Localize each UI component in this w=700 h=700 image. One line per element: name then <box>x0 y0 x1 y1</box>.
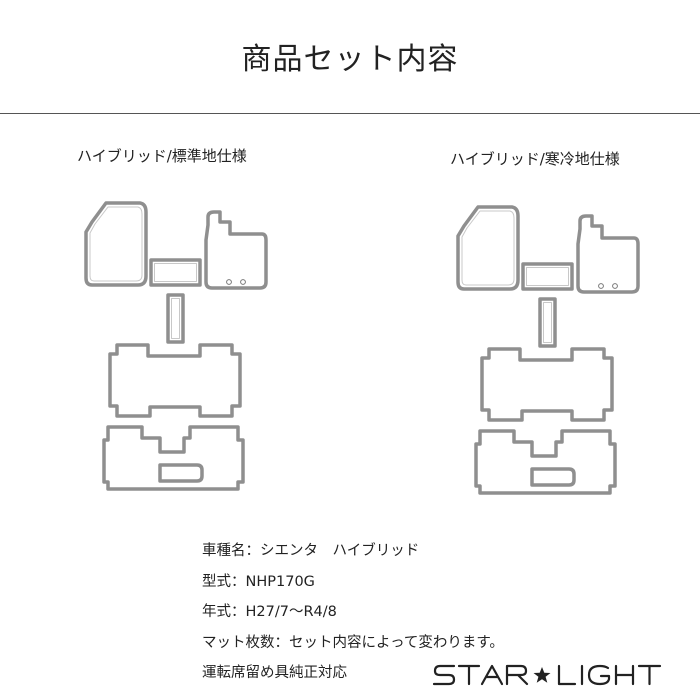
variant-label-standard: ハイブリッド/標準地仕様 <box>77 147 247 165</box>
mat-set-cold-region <box>456 205 640 495</box>
passenger-mat <box>204 210 268 290</box>
hook-icon <box>612 283 618 289</box>
hook-icon <box>226 279 232 285</box>
hook-icon <box>240 279 246 285</box>
tunnel-mat <box>166 293 185 344</box>
hook-icon <box>598 283 604 289</box>
title-divider <box>0 113 700 114</box>
mat-set-standard <box>84 201 268 491</box>
center-front-mat <box>521 262 574 291</box>
tunnel-mat <box>538 297 557 348</box>
driver-mat <box>84 201 148 287</box>
second-row-mat <box>480 347 614 422</box>
variant-label-cold-region: ハイブリッド/寒冷地仕様 <box>450 150 620 168</box>
spec-fastener: 運転席留め具純正対応 <box>202 665 347 681</box>
center-front-mat <box>149 258 202 287</box>
passenger-mat <box>576 214 640 294</box>
third-row-pad <box>530 467 576 487</box>
star-icon <box>533 667 551 683</box>
third-row-pad <box>158 463 204 483</box>
spec-model: 車種名：シエンタ ハイブリッド <box>202 543 420 559</box>
starlight-logo <box>432 664 662 686</box>
spec-list: 車種名：シエンタ ハイブリッド 型式：NHP170G 年式：H27/7〜R4/8… <box>202 536 504 689</box>
spec-type: 型式：NHP170G <box>202 573 315 590</box>
driver-mat <box>456 205 520 291</box>
spec-year: 年式：H27/7〜R4/8 <box>202 604 337 620</box>
page-title: 商品セット内容 <box>241 42 459 77</box>
second-row-mat <box>108 343 242 418</box>
spec-mat-count: マット枚数：セット内容によって変わります。 <box>202 634 504 651</box>
